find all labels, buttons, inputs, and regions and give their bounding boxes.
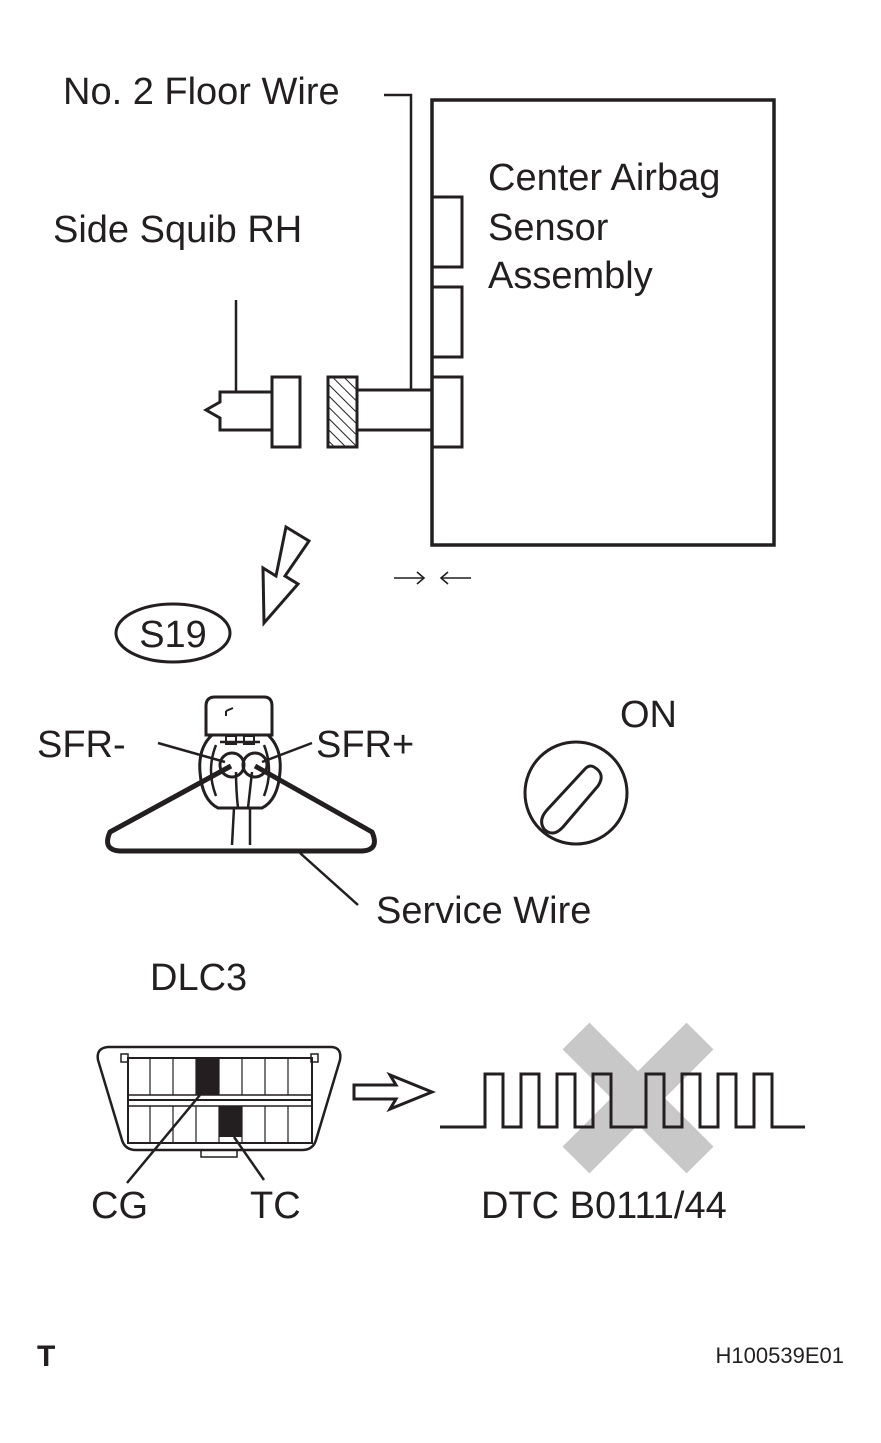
sfr-minus-leader <box>157 741 226 764</box>
ignition-on-label: ON <box>620 694 677 736</box>
sensor-label-line2: Sensor <box>488 207 609 249</box>
sensor-connector-2 <box>430 285 464 359</box>
connector-code-oval <box>114 602 232 664</box>
sfr-minus-label: SFR- <box>37 724 126 766</box>
output-arrow-icon <box>352 1071 436 1113</box>
sfr-plus-leader <box>261 741 313 764</box>
squib-connector <box>270 375 302 449</box>
dlc3-connector <box>96 1045 342 1158</box>
side-squib-label: Side Squib RH <box>53 209 302 251</box>
sfr-plus-label: SFR+ <box>316 724 414 766</box>
sensor-connector-1 <box>430 195 464 269</box>
tc-leader <box>232 1136 266 1181</box>
service-wire-loop <box>105 763 377 854</box>
service-wire-leader <box>299 852 359 906</box>
dlc-label: DLC3 <box>150 957 247 999</box>
sensor-label-line3: Assembly <box>488 255 653 297</box>
floor-wire-leader <box>384 93 413 390</box>
disconnect-arrows-icon <box>394 571 471 585</box>
ignition-key-icon <box>523 740 629 846</box>
figure-id: H100539E01 <box>716 1343 844 1368</box>
tc-label: TC <box>250 1185 301 1227</box>
connector-code-label: S19 <box>139 614 207 656</box>
not-output-cross-icon <box>562 1022 714 1174</box>
sensor-label-line1: Center Airbag <box>488 157 720 199</box>
floor-wire-label: No. 2 Floor Wire <box>63 71 340 113</box>
squib-connector-front-view <box>198 695 282 846</box>
cg-pin <box>196 1058 219 1095</box>
dtc-label: DTC B0111/44 <box>481 1185 727 1227</box>
sensor-connector-3 <box>430 375 464 449</box>
cg-label: CG <box>91 1185 148 1227</box>
tc-pin <box>219 1106 242 1137</box>
squib-wire-end <box>202 390 272 432</box>
cg-leader <box>126 1094 201 1184</box>
dtc-waveform <box>440 1072 805 1129</box>
corner-mark: T <box>37 1340 55 1373</box>
connection-arrow-icon <box>261 524 312 627</box>
hatched-connector <box>326 375 359 449</box>
service-wire-label: Service Wire <box>376 890 591 932</box>
